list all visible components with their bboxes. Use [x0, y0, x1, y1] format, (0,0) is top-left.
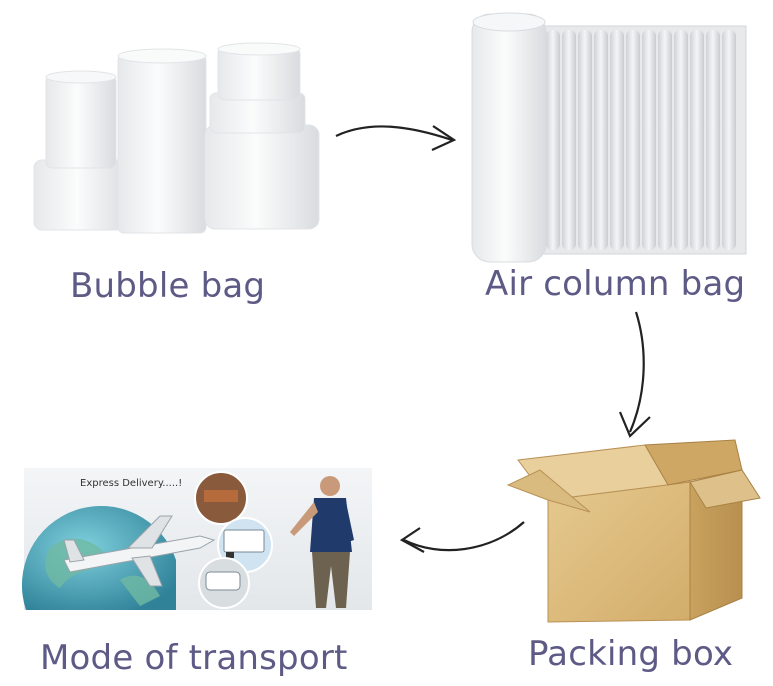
- caption-air-column-bag: Air column bag: [485, 264, 745, 304]
- bubble-bag-image: [34, 43, 319, 233]
- arrow-box-to-transport: [404, 522, 524, 550]
- bubble-roll-left: [34, 71, 130, 230]
- arrow-air-to-box: [630, 312, 644, 432]
- bubble-roll-right: [205, 43, 319, 229]
- express-delivery-text: Express Delivery.....!: [80, 478, 182, 489]
- bubble-roll-middle: [118, 49, 206, 233]
- transport-image: Express Delivery.....!: [22, 468, 372, 610]
- caption-mode-of-transport: Mode of transport: [40, 638, 348, 678]
- caption-bubble-bag: Bubble bag: [70, 266, 265, 306]
- packing-box-image: [508, 440, 760, 622]
- air-column-bag-image: [472, 13, 746, 262]
- arrow-bubble-to-air: [336, 126, 452, 140]
- caption-packing-box: Packing box: [528, 634, 733, 674]
